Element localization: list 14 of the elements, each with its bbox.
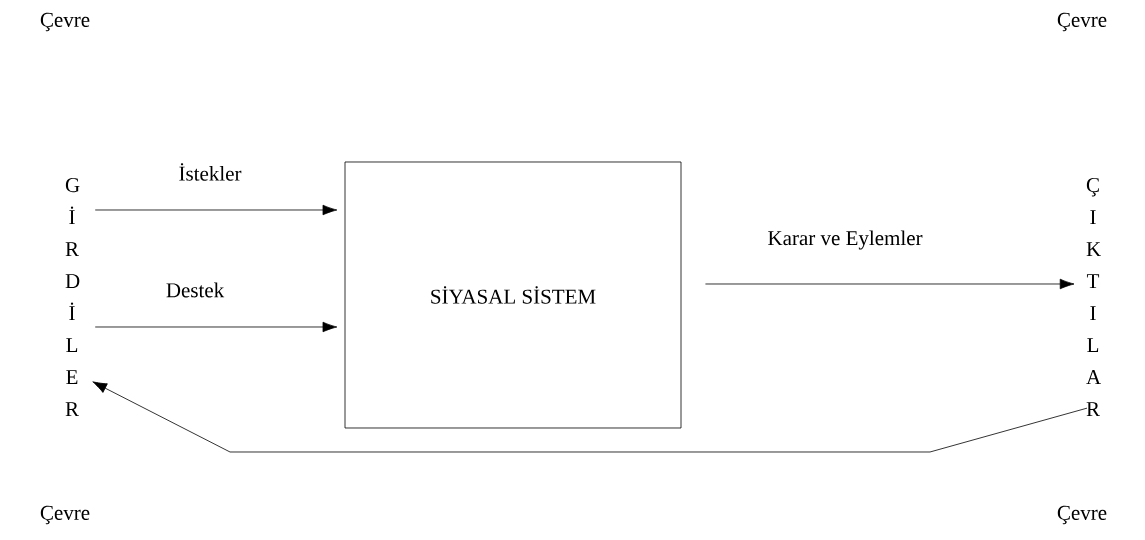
arrow: [705, 278, 1075, 290]
edge-label: Karar ve Eylemler: [768, 230, 923, 250]
arrow: [94, 321, 338, 333]
edge-label: Destek: [166, 282, 225, 298]
arrow: [94, 204, 338, 216]
corner-label: Çevre: [1057, 505, 1107, 525]
system-box: SİYASAL SİSTEM: [344, 161, 682, 429]
corner-label: Çevre: [40, 505, 90, 525]
corner-label: Çevre: [1057, 12, 1107, 32]
corner-label: Çevre: [40, 12, 90, 32]
vertical-label: Ç I K T I L A R: [1086, 178, 1101, 416]
arrow: [92, 381, 1088, 453]
edge-label: İstekler: [179, 163, 242, 181]
vertical-label: G İ R D İ L E R: [65, 178, 80, 416]
